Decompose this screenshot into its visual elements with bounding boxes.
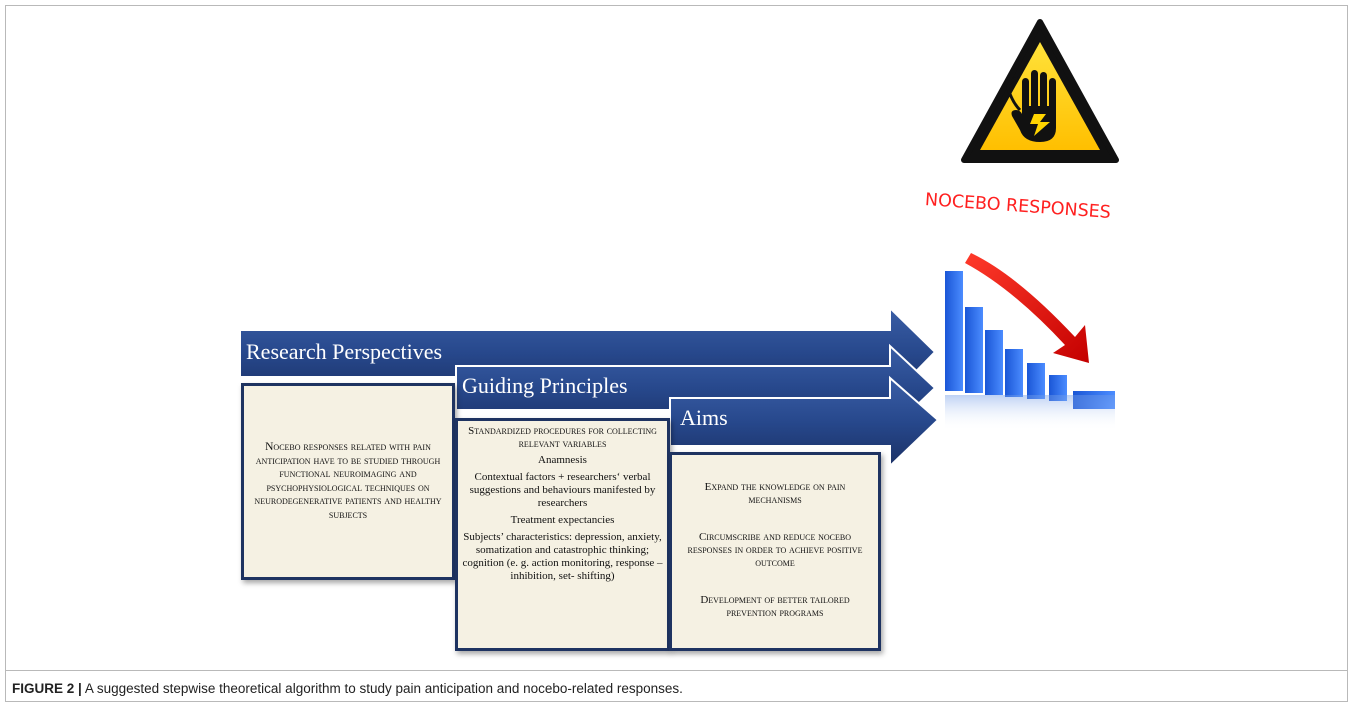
principle-item: Treatment expectancies: [510, 514, 615, 526]
aim-item: Circumscribe and reduce nocebo responses…: [687, 531, 863, 569]
caption-label: FIGURE 2 |: [12, 681, 82, 696]
caption-divider: [5, 670, 1348, 671]
declining-bar-chart-icon: [945, 253, 1115, 431]
band-label-aims: Aims: [680, 405, 728, 430]
aims-arrow: [669, 375, 940, 469]
principle-item: Anamnesis: [538, 454, 587, 466]
figure-frame: [5, 5, 1348, 702]
caption-text: A suggested stepwise theoretical algorit…: [84, 681, 683, 696]
aim-item: Expand the knowledge on pain mechanisms: [704, 481, 846, 506]
band-label-guiding-principles: Guiding Principles: [462, 373, 628, 398]
aim-item: Development of better tailored preventio…: [700, 594, 850, 619]
figure-caption: FIGURE 2 | A suggested stepwise theoreti…: [12, 681, 683, 696]
guiding-principles-box: Standardized procedures for collecting r…: [455, 418, 670, 651]
research-perspectives-box: Nocebo responses related with pain antic…: [241, 383, 455, 580]
principle-item: Subjects’ characteristics: depression, a…: [462, 531, 663, 582]
band-label-research-perspectives: Research Perspectives: [246, 339, 443, 364]
principles-heading: Standardized procedures for collecting r…: [468, 425, 657, 450]
electric-hazard-warning-icon: [961, 19, 1119, 163]
aims-box: Expand the knowledge on pain mechanisms …: [669, 452, 881, 651]
principle-item: Contextual factors + researchers‘ verbal…: [469, 471, 656, 509]
research-perspectives-text: Nocebo responses related with pain antic…: [254, 441, 442, 521]
